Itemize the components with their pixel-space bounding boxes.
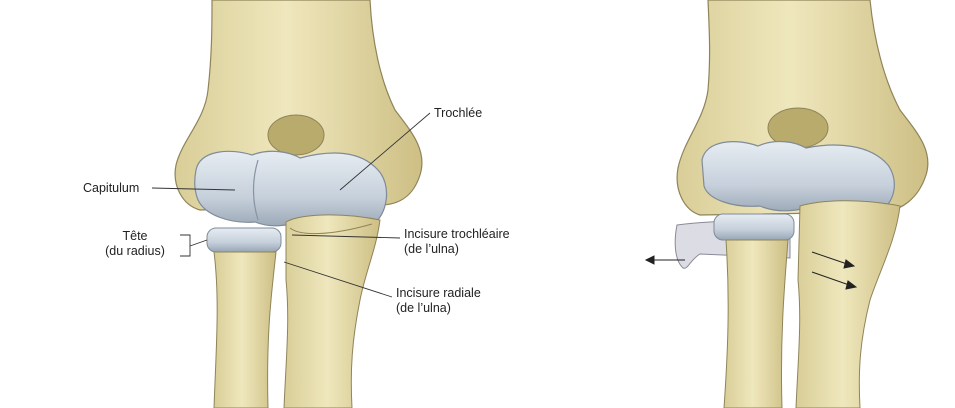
label-trochlear-notch-line2: (de l’ulna) [404,242,510,257]
label-radial-head-line2: (du radius) [92,244,178,259]
label-radial-notch-line1: Incisure radiale [396,286,481,301]
label-capitulum: Capitulum [83,181,139,196]
label-trochlea: Trochlée [434,106,482,121]
label-radial-notch-line2: (de l’ulna) [396,301,481,316]
ulna-right [796,201,900,408]
label-radial-head-line1: Tête [92,229,178,244]
olecranon-fossa [268,115,324,155]
leader-radial-head [180,235,207,256]
label-radial-notch: Incisure radiale (de l’ulna) [396,286,481,316]
label-trochlear-notch-line1: Incisure trochléaire [404,227,510,242]
left-elbow-figure [175,0,422,408]
radius [214,252,276,408]
label-radial-head: Tête (du radius) [92,229,178,259]
radial-head [207,228,281,252]
right-elbow-figure [646,0,928,408]
radial-head-right [714,214,794,240]
radius-right [724,240,788,408]
ulna [284,215,380,408]
label-trochlear-notch: Incisure trochléaire (de l’ulna) [404,227,510,257]
